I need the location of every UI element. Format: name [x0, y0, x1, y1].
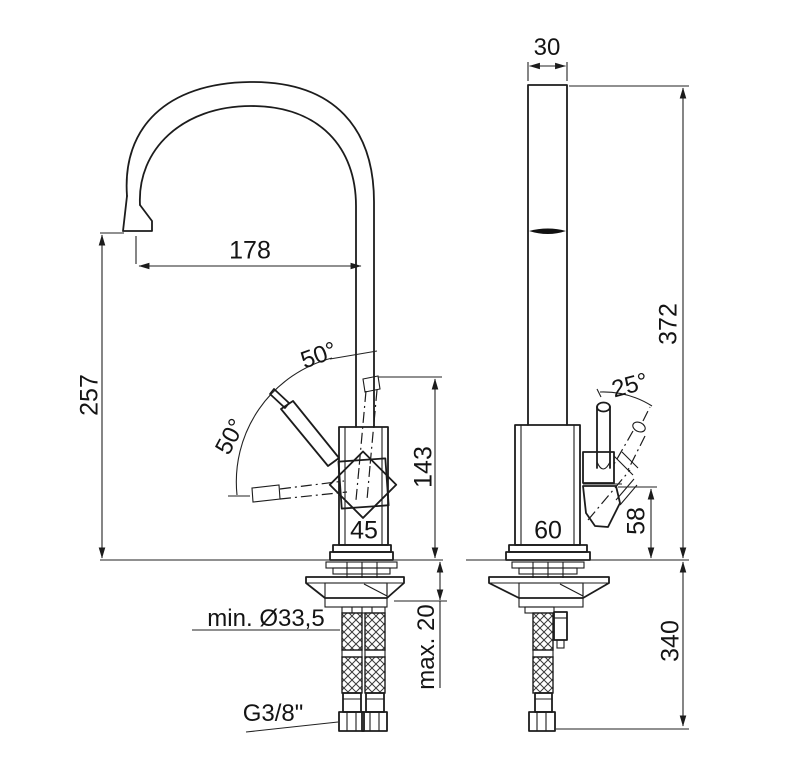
dim-spout-height: 257	[75, 374, 104, 416]
dim-handle-top-height: 143	[409, 446, 438, 488]
spout-outer	[125, 81, 375, 428]
dim-spout-width: 30	[533, 34, 561, 61]
dim-mounting-hole: min. Ø33,5	[207, 605, 325, 632]
spout-joint	[529, 228, 566, 234]
spout-inner	[139, 105, 357, 428]
dim-connection-thread: G3/8"	[242, 700, 304, 727]
dim-below-deck-length: 340	[656, 620, 685, 662]
dim-handle-length: 58	[622, 507, 651, 535]
dim-total-height: 372	[654, 303, 683, 345]
front-view-linework	[466, 62, 689, 732]
dim-body-width-front: 60	[534, 516, 562, 545]
dim-spout-reach: 178	[229, 236, 271, 265]
side-view-linework	[98, 81, 447, 733]
spout-tip	[122, 195, 153, 232]
dim-deck-thickness: max. 20	[413, 604, 440, 690]
dim-body-width-side: 45	[350, 516, 378, 545]
